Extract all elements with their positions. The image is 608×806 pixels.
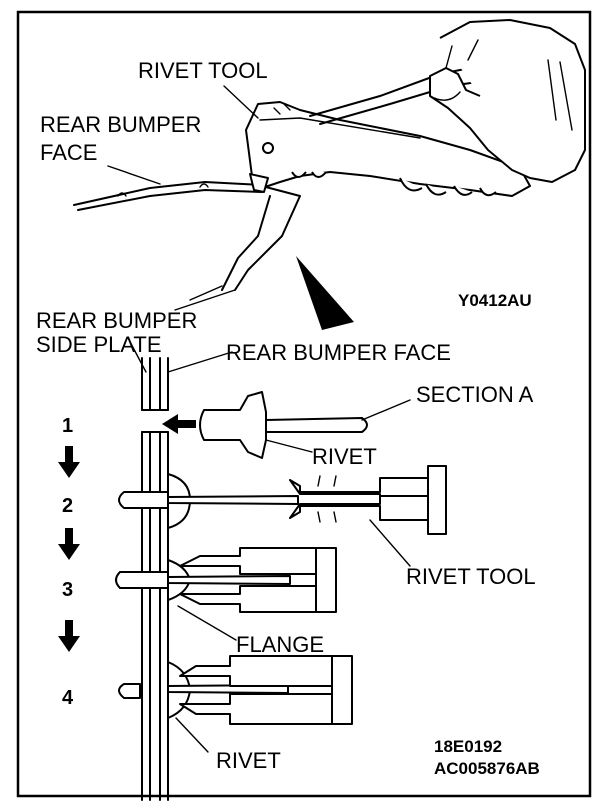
- rear-bumper-face-label-mid: REAR BUMPER FACE: [226, 340, 451, 365]
- step-number-3: 3: [62, 579, 73, 601]
- step3-illustration: [115, 547, 337, 641]
- rivet-label-step1: RIVET: [312, 444, 377, 469]
- step-arrow-down-icon-2: [58, 528, 80, 560]
- step-arrow-down-icon-3: [58, 620, 80, 652]
- rivet-tool-label-top: RIVET TOOL: [138, 58, 268, 83]
- section-a-pointer-icon: [296, 256, 354, 330]
- step4-illustration: [118, 655, 353, 753]
- diagram-frame: [16, 10, 592, 798]
- step-arrow-down-icon-1: [58, 446, 80, 478]
- upper-figure-code: Y0412AU: [458, 291, 532, 310]
- step-number-1: 1: [62, 415, 73, 437]
- rear-bumper-face-label-top-line1: REAR BUMPER: [40, 112, 201, 137]
- side-plate-label-line2: SIDE PLATE: [36, 332, 162, 357]
- step-number-4: 4: [62, 687, 74, 709]
- rivet-tool-label-mid: RIVET TOOL: [406, 564, 536, 589]
- step2-illustration: [118, 431, 447, 801]
- rear-bumper-face-label-top-line2: FACE: [40, 140, 97, 165]
- section-a-label: SECTION A: [416, 382, 534, 407]
- step1-illustration: [127, 337, 411, 459]
- rivet-label-bottom: RIVET: [216, 748, 281, 773]
- figure-id-line1: 18E0192: [434, 737, 502, 756]
- upper-illustration: [73, 19, 586, 330]
- figure-id-line2: AC005876AB: [434, 759, 540, 778]
- step-number-2: 2: [62, 495, 73, 517]
- insert-arrow-icon: [162, 414, 196, 434]
- flange-label: FLANGE: [236, 632, 324, 657]
- side-plate-label-line1: REAR BUMPER: [36, 308, 197, 333]
